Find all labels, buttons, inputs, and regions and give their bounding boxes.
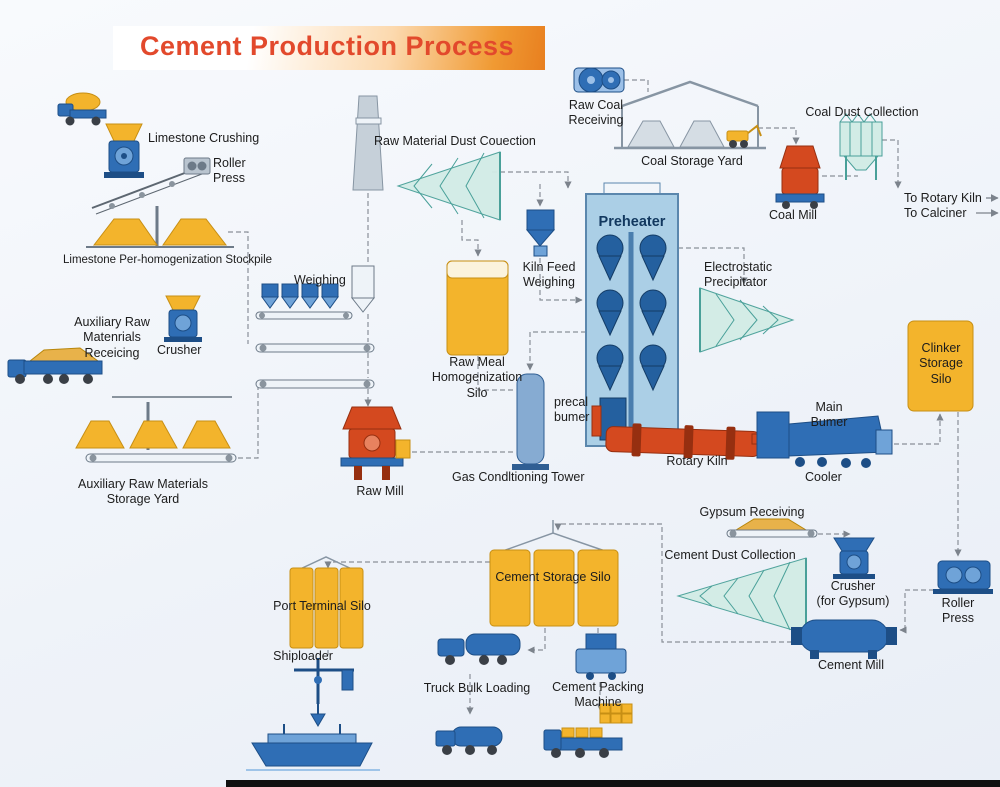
roller-press-1-icon [183, 157, 211, 175]
label-kiln-feed-weighing: Kiln Feed Weighing [522, 260, 576, 290]
label-electrostatic-precipitator: Electrostatic Precipitator [704, 260, 773, 290]
coal-storage-yard-icon [614, 80, 766, 150]
flow-connectors [228, 79, 962, 715]
raw-coal-receiving-icon [573, 67, 625, 93]
to-kiln-arrows [976, 194, 999, 217]
label-limestone-stockpile: Limestone Per-homogenization Stockpile [63, 254, 273, 266]
bag-stack-icon [599, 703, 633, 724]
limestone-truck-icon [57, 92, 107, 126]
packing-machine-icon [575, 633, 627, 680]
electrostatic-precipitator-icon [699, 287, 795, 353]
roller-press-2-icon [933, 560, 993, 594]
label-crusher-1: Crusher [157, 343, 202, 357]
gas-conditioning-tower-icon [512, 373, 549, 470]
raw-dust-collector-icon [396, 151, 501, 221]
aux-crusher-icon [164, 295, 202, 342]
bottom-bar [226, 780, 1000, 787]
label-main-burner: Main Bumer [810, 400, 848, 430]
label-limestone-crushing: Limestone Crushing [148, 131, 260, 145]
label-rotary-kiln: Rotary Kiln [666, 454, 728, 468]
label-roller-press-2: Roller Press [941, 596, 975, 626]
label-truck-bulk-loading: Truck Bulk Loading [423, 681, 531, 695]
raw-meal-silo-icon [446, 260, 509, 356]
label-coal-dust-collection: Coal Dust Collection [805, 105, 919, 119]
label-roller-press-1: Roller Press [213, 156, 246, 186]
label-aux-storage-yard: Auxiliary Raw Materials Storage Yard [78, 477, 208, 507]
label-cement-dust-collection: Cement Dust Collection [664, 548, 796, 562]
tanker-truck-icon [435, 726, 503, 755]
aux-storage-conveyor-icon [85, 453, 237, 463]
aux-stockpile-icon [75, 396, 232, 450]
limestone-stockpile-icon [86, 206, 234, 248]
bulk-truck-icon [437, 633, 521, 665]
port-silo-icon [289, 556, 364, 649]
label-aux-raw-receiving: Auxiliary Raw Matenrials Receicing [74, 315, 150, 360]
aux-truck-icon [7, 347, 103, 384]
ship-icon [246, 724, 380, 771]
coal-mill-icon [775, 145, 825, 209]
dosing-conveyors-icon [255, 343, 375, 389]
incline-conveyor-icon [91, 167, 203, 215]
bag-truck-icon [543, 727, 623, 758]
label-to-rotary-kiln: To Rotary Kiln To Calciner [904, 191, 982, 221]
label-cement-packing-machine: Cement Packing Machine [552, 680, 644, 710]
label-preheater: Preheater [598, 214, 666, 230]
label-raw-material-dust: Raw Material Dust Couection [374, 134, 536, 148]
page-title: Cement Production Process [140, 31, 515, 61]
preheater-icon [585, 182, 679, 447]
rotary-kiln-icon [605, 423, 761, 460]
label-raw-meal-silo: Raw Meal Homogenization Silo [431, 355, 523, 400]
gypsum-crusher-icon [833, 537, 875, 579]
label-gypsum-crusher: Crusher (for Gypsum) [816, 579, 890, 609]
clinker-silo-icon [907, 320, 974, 412]
label-port-terminal-silo: Port Terminal Silo [273, 599, 371, 613]
label-raw-coal-receiving: Raw Coal Receiving [568, 98, 624, 128]
weighing-hoppers-icon [255, 283, 353, 320]
cooler-icon [751, 411, 893, 468]
label-gypsum-receiving: Gypsum Receiving [699, 505, 805, 519]
coal-dust-collector-icon [839, 113, 883, 180]
label-precal-burner: precal bumer [554, 395, 590, 425]
label-clinker-silo: Clinker Storage Silo [919, 341, 963, 386]
label-shiploader: Shiploader [273, 649, 333, 663]
label-coal-storage-yard: Coal Storage Yard [641, 154, 743, 168]
cement-storage-silo-icon [489, 520, 619, 627]
cement-mill-icon [791, 619, 897, 659]
weighing-silo-icon [350, 265, 376, 313]
raw-mill-icon [340, 406, 411, 480]
limestone-crusher-icon [104, 123, 144, 178]
cement-dust-collector-icon [676, 557, 807, 635]
chimney-icon [352, 95, 384, 191]
label-gas-conditioning-tower: Gas Condltioning Tower [452, 470, 585, 484]
kiln-feed-icon [525, 209, 556, 257]
label-cement-mill: Cement Mill [818, 658, 884, 672]
label-weighing: Weighing [294, 273, 346, 287]
title-banner [113, 26, 545, 70]
label-cement-storage-silo: Cement Storage Silo [495, 570, 611, 584]
shiploader-icon [294, 658, 354, 727]
label-raw-mill: Raw Mill [356, 484, 404, 498]
label-coal-mill: Coal Mill [769, 208, 817, 222]
label-cooler: Cooler [805, 470, 842, 484]
gypsum-receiving-icon [726, 518, 818, 538]
